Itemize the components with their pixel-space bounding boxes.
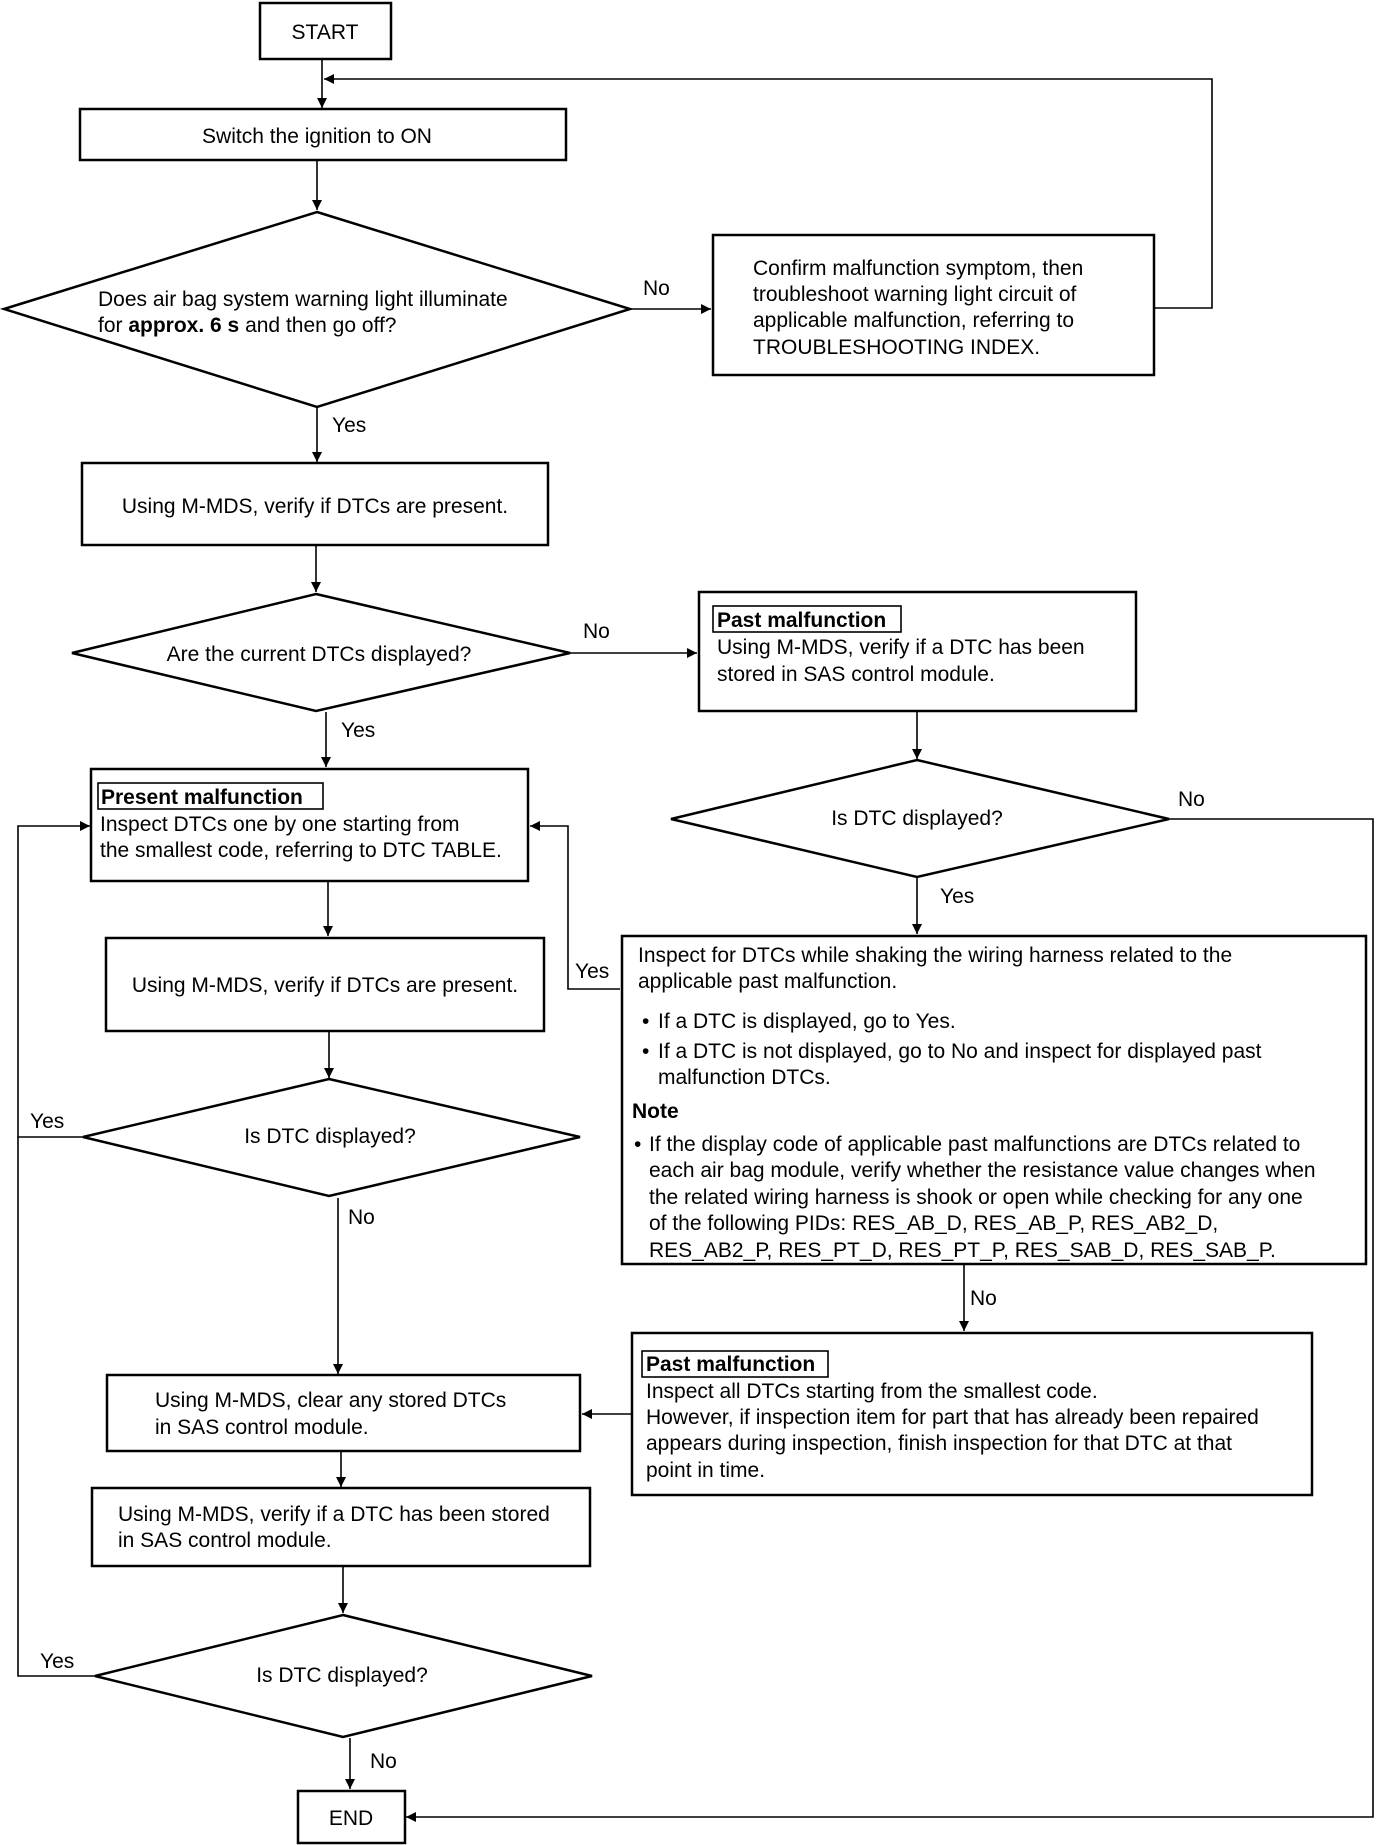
svg-text:in SAS control module.: in SAS control module.: [118, 1529, 332, 1552]
present-malfunction-tag: Present malfunction: [101, 786, 303, 809]
label-no-final: No: [370, 1750, 397, 1773]
svg-text:malfunction DTCs.: malfunction DTCs.: [658, 1066, 831, 1089]
arrow-dtc-yes-loop: [17, 821, 90, 1138]
label-no-current: No: [583, 620, 610, 643]
label-yes-current: Yes: [341, 719, 375, 742]
step-verify-dtcs-2: Using M-MDS, verify if DTCs are present.: [104, 936, 546, 1033]
past-malfunction-tag-2: Past malfunction: [646, 1353, 815, 1376]
svg-text:appears during inspection, fin: appears during inspection, finish inspec…: [646, 1432, 1232, 1455]
decision-warning-light-line1: Does air bag system warning light illumi…: [98, 288, 508, 311]
shake-harness-box: Inspect for DTCs while shaking the wirin…: [620, 934, 1368, 1266]
start-label: START: [292, 21, 359, 44]
decision-dtc-displayed-past: Is DTC displayed?: [670, 758, 1170, 879]
past-malfunction-tag-1: Past malfunction: [717, 609, 886, 632]
step-verify-dtcs: Using M-MDS, verify if DTCs are present.: [80, 461, 550, 547]
svg-text:in SAS control module.: in SAS control module.: [155, 1416, 369, 1439]
label-no-past: No: [1178, 788, 1205, 811]
svg-text:If the display code of applica: If the display code of applicable past m…: [649, 1133, 1300, 1156]
end-label: END: [329, 1807, 373, 1830]
svg-text:point in time.: point in time.: [646, 1459, 765, 1482]
label-no-warning: No: [643, 277, 670, 300]
label-yes-warning: Yes: [332, 414, 366, 437]
svg-text:If a DTC is displayed, go to Y: If a DTC is displayed, go to Yes.: [658, 1010, 956, 1033]
svg-text:Using M-MDS, clear any stored: Using M-MDS, clear any stored DTCs: [155, 1389, 506, 1412]
svg-text:Confirm malfunction symptom, t: Confirm malfunction symptom, then: [753, 257, 1083, 280]
past-malfunction-box-2: Past malfunction Inspect all DTCs starti…: [630, 1331, 1314, 1497]
bullet-dot: •: [642, 1040, 649, 1063]
decision-dtc-displayed-present: Is DTC displayed?: [82, 1077, 581, 1198]
start-node: START: [258, 1, 393, 61]
arrow-past-no-to-end: [406, 818, 1374, 1822]
loop-back-to-ignition: [324, 74, 1213, 309]
step-ignition-text: Switch the ignition to ON: [202, 125, 432, 148]
decision-dtc-displayed-final-text: Is DTC displayed?: [256, 1664, 428, 1687]
label-no-shake: No: [970, 1287, 997, 1310]
svg-text:applicable malfunction, referr: applicable malfunction, referring to: [753, 309, 1074, 332]
decision-current-dtcs-text: Are the current DTCs displayed?: [167, 643, 472, 666]
svg-text:RES_AB2_P, RES_PT_D, RES_PT_P,: RES_AB2_P, RES_PT_D, RES_PT_P, RES_SAB_D…: [649, 1239, 1276, 1262]
step-verify-dtcs-2-text: Using M-MDS, verify if DTCs are present.: [132, 974, 518, 997]
past-malfunction-box-1: Past malfunction Using M-MDS, verify if …: [697, 590, 1138, 713]
svg-text:of the following PIDs: RES_AB_: of the following PIDs: RES_AB_D, RES_AB_…: [649, 1212, 1218, 1235]
svg-text:TROUBLESHOOTING INDEX.: TROUBLESHOOTING INDEX.: [753, 336, 1040, 359]
svg-text:Inspect DTCs one by one starti: Inspect DTCs one by one starting from: [100, 813, 460, 836]
decision-warning-light-line2: for approx. 6 s and then go off?: [98, 314, 397, 337]
arrow-shake-yes-to-present: [530, 821, 620, 990]
svg-text:each air bag module, verify wh: each air bag module, verify whether the …: [649, 1159, 1316, 1182]
svg-text:However, if inspection item fo: However, if inspection item for part tha…: [646, 1406, 1259, 1429]
step-clear-dtcs: Using M-MDS, clear any stored DTCs in SA…: [105, 1373, 582, 1453]
label-yes-final: Yes: [40, 1650, 74, 1673]
arrow-final-yes-loop: [17, 1137, 95, 1677]
svg-text:Inspect for DTCs while shaking: Inspect for DTCs while shaking the wirin…: [638, 944, 1232, 967]
svg-text:applicable past malfunction.: applicable past malfunction.: [638, 970, 897, 993]
end-node: END: [296, 1789, 407, 1845]
svg-text:troubleshoot warning light cir: troubleshoot warning light circuit of: [753, 283, 1077, 306]
svg-text:the smallest code, referring t: the smallest code, referring to DTC TABL…: [100, 839, 502, 862]
decision-dtc-displayed-final: Is DTC displayed?: [94, 1613, 593, 1739]
decision-dtc-displayed-past-text: Is DTC displayed?: [831, 807, 1003, 830]
note-title: Note: [632, 1100, 679, 1123]
decision-warning-light: Does air bag system warning light illumi…: [0, 210, 635, 409]
label-yes-past: Yes: [940, 885, 974, 908]
label-yes-shake: Yes: [575, 960, 609, 983]
label-yes-dtc: Yes: [30, 1110, 64, 1133]
connectors: [17, 60, 1374, 1822]
decision-dtc-displayed-present-text: Is DTC displayed?: [244, 1125, 416, 1148]
svg-text:the related wiring harness is: the related wiring harness is shook or o…: [649, 1186, 1303, 1209]
svg-text:Using M-MDS, verify if a DTC h: Using M-MDS, verify if a DTC has been: [717, 636, 1085, 659]
step-ignition: Switch the ignition to ON: [78, 107, 568, 162]
svg-text:Using M-MDS, verify if a DTC h: Using M-MDS, verify if a DTC has been st…: [118, 1503, 550, 1526]
step-verify-dtcs-text: Using M-MDS, verify if DTCs are present.: [122, 495, 508, 518]
svg-text:stored in SAS control module.: stored in SAS control module.: [717, 663, 995, 686]
label-no-dtc: No: [348, 1206, 375, 1229]
bullet-dot: •: [634, 1133, 641, 1156]
step-verify-stored: Using M-MDS, verify if a DTC has been st…: [90, 1486, 592, 1568]
svg-text:If a DTC is not displayed, go: If a DTC is not displayed, go to No and …: [658, 1040, 1262, 1063]
bullet-dot: •: [642, 1010, 649, 1033]
decision-current-dtcs: Are the current DTCs displayed?: [71, 592, 571, 713]
svg-text:Inspect all DTCs starting from: Inspect all DTCs starting from the small…: [646, 1380, 1098, 1403]
present-malfunction-box: Present malfunction Inspect DTCs one by …: [89, 767, 530, 883]
troubleshoot-box: Confirm malfunction symptom, then troubl…: [711, 233, 1156, 377]
